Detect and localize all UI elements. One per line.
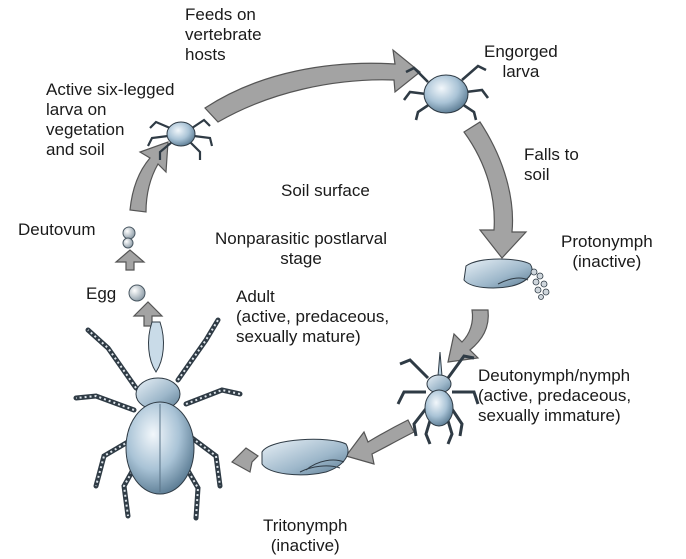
label-active-larva: Active six-legged larva on vegetation an… (46, 80, 175, 160)
egg-icon (129, 285, 145, 301)
label-engorged-larva: Engorged larva (484, 42, 558, 82)
protonymph-icon (464, 259, 549, 300)
label-egg: Egg (86, 284, 116, 304)
label-deutonymph: Deutonymph/nymph (active, predaceous, se… (478, 366, 631, 426)
label-falls-to-soil: Falls to soil (524, 145, 579, 185)
arrow-to-tritonymph (346, 420, 414, 464)
label-protonymph: Protonymph (inactive) (561, 232, 653, 272)
arrow-to-deutovum (116, 250, 144, 270)
label-soil-surface: Soil surface (281, 181, 370, 201)
tritonymph-icon (262, 439, 348, 474)
deutovum-icon (123, 227, 135, 248)
label-nonparasitic-stage: Nonparasitic postlarval stage (215, 229, 387, 269)
adult-mite-icon (76, 320, 240, 518)
label-adult: Adult (active, predaceous, sexually matu… (236, 287, 389, 347)
label-deutovum: Deutovum (18, 220, 95, 240)
arrow-to-deutonymph (448, 310, 488, 362)
label-feeds-on-hosts: Feeds on vertebrate hosts (185, 5, 262, 65)
arrow-to-adult (232, 448, 258, 472)
arrow-falls-to-soil (464, 122, 526, 258)
label-tritonymph: Tritonymph (inactive) (263, 516, 347, 556)
